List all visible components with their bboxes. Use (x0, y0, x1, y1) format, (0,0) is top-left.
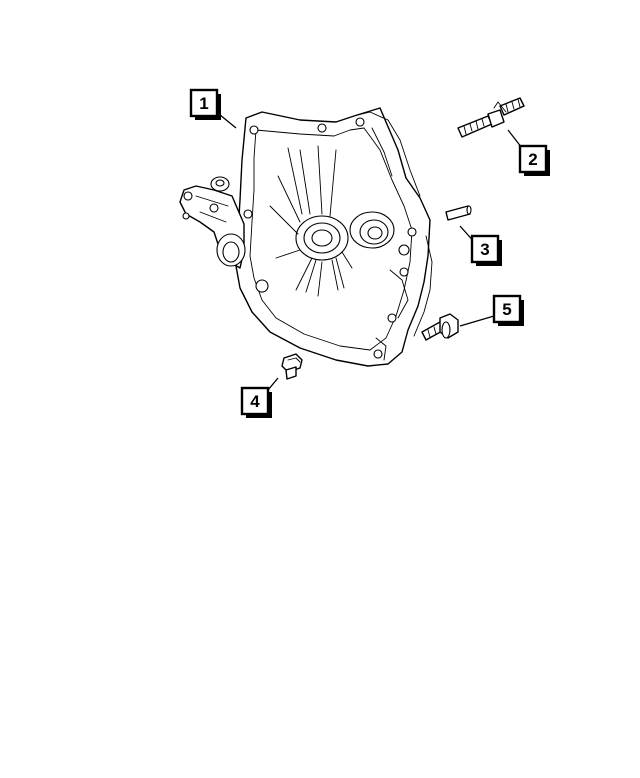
callout-3-label: 3 (480, 240, 489, 259)
small-bolt (281, 353, 303, 380)
callout-5-label: 5 (502, 300, 511, 319)
callout-1-label: 1 (199, 94, 208, 113)
leader-line-4 (267, 377, 279, 391)
clutch-housing (179, 107, 433, 367)
flange-bolt (421, 313, 459, 341)
dowel-pin (445, 205, 472, 221)
callout-3: 3 (470, 234, 502, 266)
callout-1: 1 (189, 88, 221, 120)
leader-line-5 (459, 315, 495, 327)
callout-2-label: 2 (528, 150, 537, 169)
callout-2: 2 (518, 144, 550, 176)
callout-4-label: 4 (250, 392, 260, 411)
callout-5: 5 (492, 294, 524, 326)
stud (457, 97, 525, 138)
callout-4: 4 (240, 386, 272, 418)
